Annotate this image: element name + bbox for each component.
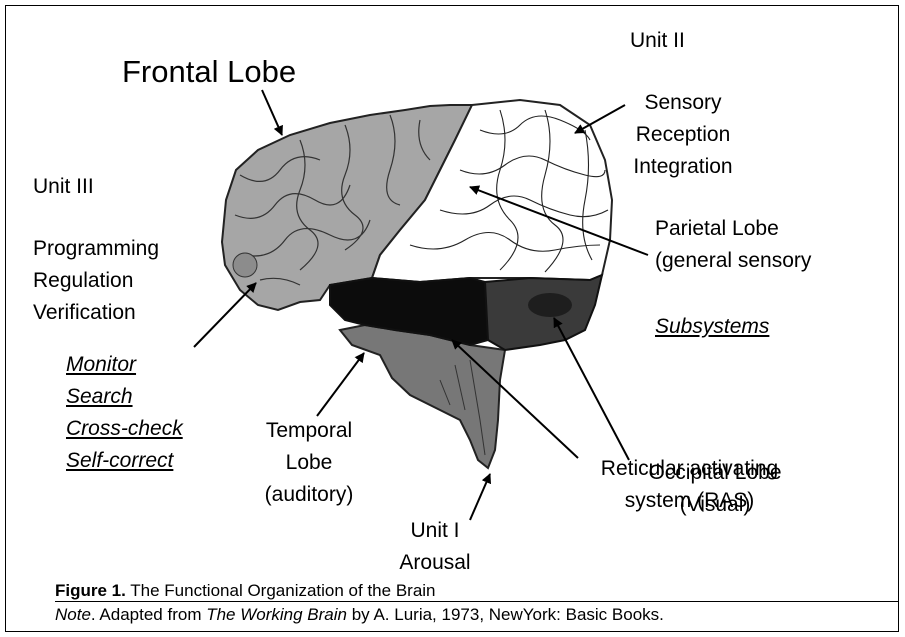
- parietal-sub-label: (general sensory: [655, 250, 811, 271]
- note-text-1: . Adapted from: [91, 605, 206, 624]
- arrow-temporal: [317, 353, 364, 416]
- temporal-label-2: Lobe: [249, 452, 369, 473]
- note-label: Note: [55, 605, 91, 624]
- figure-note: Note. Adapted from The Working Brain by …: [55, 606, 664, 623]
- programming-label: Programming: [33, 238, 159, 259]
- verification-label: Verification: [33, 302, 136, 323]
- sensory-label-2: Reception: [628, 124, 738, 145]
- search-label: Search: [66, 386, 133, 407]
- arrow-occipital: [554, 318, 629, 460]
- ras-label-line-1: Reticular activating: [582, 458, 797, 479]
- brainstem-region: [340, 325, 505, 468]
- regulation-label: Regulation: [33, 270, 133, 291]
- unit-ii-label: Unit II: [630, 30, 685, 51]
- subsystems-label: Subsystems: [655, 316, 769, 337]
- temporal-label-3: (auditory): [249, 484, 369, 505]
- arousal-label: Arousal: [380, 552, 490, 573]
- note-text-2: by A. Luria, 1973, NewYork: Basic Books.: [347, 605, 664, 624]
- figure-number: Figure 1.: [55, 581, 126, 600]
- frontal-pole-shading: [233, 253, 257, 277]
- self-correct-label: Self-correct: [66, 450, 173, 471]
- sensory-label-3: Integration: [628, 156, 738, 177]
- cross-check-label: Cross-check: [66, 418, 183, 439]
- parietal-lobe-label: Parietal Lobe: [655, 218, 779, 239]
- figure-caption: Figure 1. The Functional Organization of…: [55, 582, 436, 599]
- caption-rule: [55, 601, 899, 602]
- monitor-label: Monitor: [66, 354, 136, 375]
- occipital-shading: [528, 293, 572, 317]
- figure-title: The Functional Organization of the Brain: [126, 581, 436, 600]
- unit-iii-label: Unit III: [33, 176, 94, 197]
- arrow-programming: [194, 283, 256, 347]
- temporal-label-1: Temporal: [249, 420, 369, 441]
- arrow-frontal: [262, 90, 282, 135]
- arrow-unit1: [470, 474, 490, 520]
- ras-label-line-2: system (RAS): [582, 490, 797, 511]
- unit-i-label: Unit I: [380, 520, 490, 541]
- frontal-lobe-label: Frontal Lobe: [122, 56, 296, 87]
- sensory-label-1: Sensory: [628, 92, 738, 113]
- book-title: The Working Brain: [206, 605, 347, 624]
